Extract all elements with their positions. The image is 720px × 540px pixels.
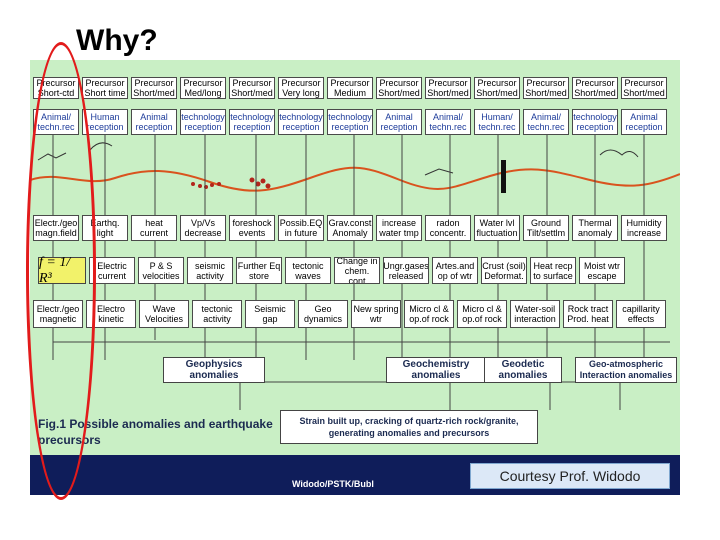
mechanism-box-7: Micro cl & op.of rock (404, 300, 454, 328)
precursor-box-10: Precursor Short/med (523, 77, 569, 99)
phenomena-box-4: foreshock events (229, 215, 275, 241)
phenomena-box-6: Grav.const Anomaly (327, 215, 373, 241)
mechanism-box-9: Water-soil interaction (510, 300, 560, 328)
formula-item-box-7: Artes.and op of wtr (432, 257, 478, 284)
precursor-box-12: Precursor Short/med (621, 77, 667, 99)
geo-atmospheric-anomalies-box: Geo-atmospheric Interaction anomalies (575, 357, 677, 383)
precursor-box-5: Precursor Very long (278, 77, 324, 99)
mechanism-box-6: New spring wtr (351, 300, 401, 328)
phenomena-box-12: Humidity increase (621, 215, 667, 241)
phenomena-box-8: radon concentr. (425, 215, 471, 241)
precursor-box-9: Precursor Short/med (474, 77, 520, 99)
mechanism-box-11: capillarity effects (616, 300, 666, 328)
phenomena-box-10: Ground Tilt/settlm (523, 215, 569, 241)
mechanism-box-10: Rock tract Prod. heat (563, 300, 613, 328)
geodetic-anomalies-box: Geodetic anomalies (484, 357, 562, 383)
precursor-box-8: Precursor Short/med (425, 77, 471, 99)
reception-box-10: Animal/ techn.rec (523, 109, 569, 135)
reception-box-9: Human/ techn.rec (474, 109, 520, 135)
reception-box-12: Animal reception (621, 109, 667, 135)
formula-item-box-5: Change in chem. cont (334, 257, 380, 284)
precursor-box-3: Precursor Med/long (180, 77, 226, 99)
formula-item-box-10: Moist wtr escape (579, 257, 625, 284)
mechanism-box-3: tectonic activity (192, 300, 242, 328)
formula-item-box-6: Ungr.gases released (383, 257, 429, 284)
strain-buildup-box: Strain built up, cracking of quartz-rich… (280, 410, 538, 444)
phenomena-box-2: heat current (131, 215, 177, 241)
geochemistry-anomalies-box: Geochemistry anomalies (386, 357, 486, 383)
formula-item-box-3: Further Eq store (236, 257, 282, 284)
reception-box-5: technology reception (278, 109, 324, 135)
mechanism-box-2: Wave Velocities (139, 300, 189, 328)
reception-box-11: technology reception (572, 109, 618, 135)
reception-box-2: Animal reception (131, 109, 177, 135)
mechanism-box-4: Seismic gap (245, 300, 295, 328)
phenomena-box-5: Possib.EQ in future (278, 215, 324, 241)
mechanism-box-8: Micro cl & op.of rock (457, 300, 507, 328)
mechanism-box-5: Geo dynamics (298, 300, 348, 328)
well-marker (501, 160, 506, 193)
phenomena-box-11: Thermal anomaly (572, 215, 618, 241)
precursor-box-2: Precursor Short/med (131, 77, 177, 99)
ground-surface-line (30, 166, 680, 192)
precursor-box-4: Precursor Short/med (229, 77, 275, 99)
precursor-box-7: Precursor Short/med (376, 77, 422, 99)
formula-item-box-4: tectonic waves (285, 257, 331, 284)
reception-box-8: Animal/ techn.rec (425, 109, 471, 135)
phenomena-box-3: Vp/Vs decrease (180, 215, 226, 241)
formula-item-box-9: Heat recp to surface (530, 257, 576, 284)
precursor-box-1: Precursor Short time (82, 77, 128, 99)
formula-item-box-2: seismic activity (187, 257, 233, 284)
geophysics-anomalies-box: Geophysics anomalies (163, 357, 265, 383)
reception-box-3: technology reception (180, 109, 226, 135)
phenomena-box-9: Water lvl fluctuation (474, 215, 520, 241)
formula-item-box-0: Electric current (89, 257, 135, 284)
precursor-box-6: Precursor Medium (327, 77, 373, 99)
formula-item-box-1: P & S velocities (138, 257, 184, 284)
precursor-box-11: Precursor Short/med (572, 77, 618, 99)
footer-credit: Widodo/PSTK/Bubl (292, 479, 374, 489)
formula-item-box-8: Crust (soil) Deformat. (481, 257, 527, 284)
reception-box-1: Human reception (82, 109, 128, 135)
reception-box-4: technology reception (229, 109, 275, 135)
courtesy-label: Courtesy Prof. Widodo (470, 463, 670, 489)
reception-box-6: technology reception (327, 109, 373, 135)
phenomena-box-7: increase water tmp (376, 215, 422, 241)
highlight-oval (26, 42, 96, 500)
slide-title: Why? (76, 24, 158, 57)
reception-box-7: Animal reception (376, 109, 422, 135)
